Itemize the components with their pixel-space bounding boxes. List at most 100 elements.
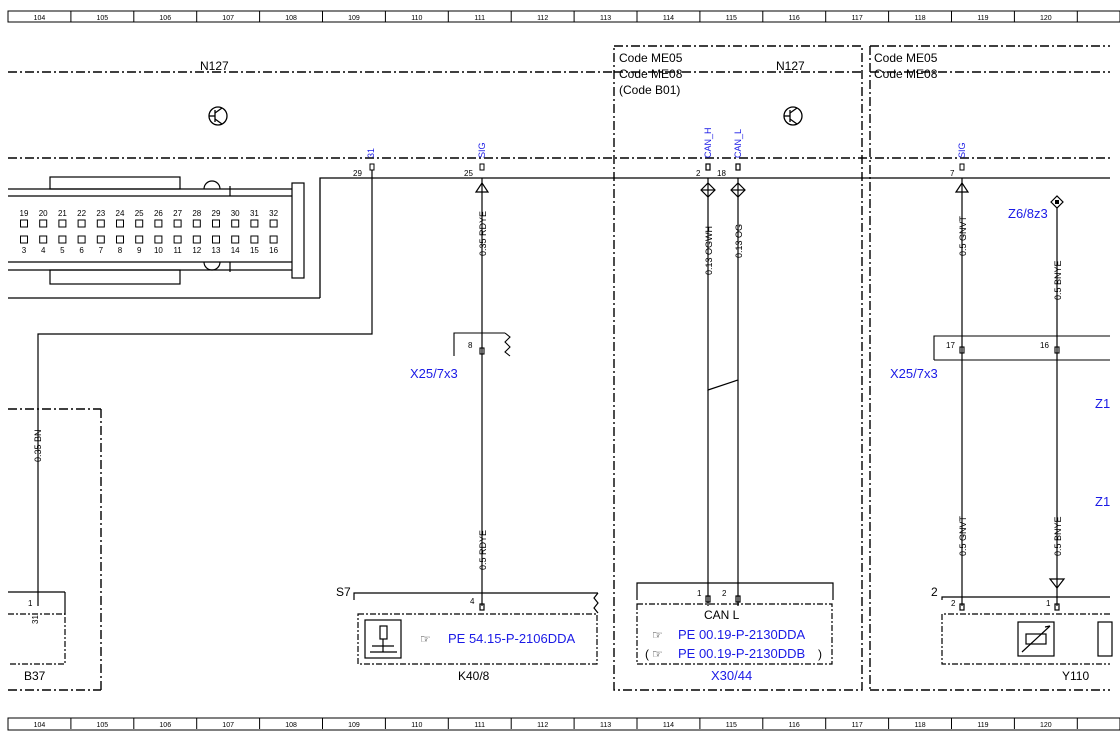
ecu-pin-number: 27 [173, 209, 182, 218]
wire-label-gnvt-bot: 0.5 GNVT [958, 515, 968, 556]
transistor-icon [208, 106, 228, 126]
x30-label: X30/44 [711, 668, 752, 683]
ecu-pin-socket [96, 235, 105, 244]
ruler-cell: 116 [789, 15, 800, 22]
wire-label-bnye-top: 0.5 BNYE [1053, 260, 1063, 300]
ecu-pin-number: 16 [269, 246, 278, 255]
ecu-pin-socket [116, 219, 124, 228]
module-boundaries [8, 45, 1110, 691]
ecu-pin-number: 8 [118, 246, 123, 255]
ruler-cell: 119 [977, 722, 988, 729]
ruler-cell: 107 [222, 15, 234, 22]
arrow-down-icon [1048, 578, 1066, 589]
b37-component [8, 591, 66, 665]
z6-label: Z6/8z3 [1008, 206, 1048, 221]
wire-label-bn: 0.35 BN [33, 429, 43, 462]
ecu-pin-number: 21 [58, 209, 67, 218]
middle-code-2: Code ME08 [619, 67, 683, 81]
arrow-up-icon [954, 181, 970, 193]
x30-ref-link-1[interactable]: PE 00.19-P-2130DDA [678, 627, 806, 642]
pointing-hand-icon: ☞ [652, 628, 663, 642]
y110-label: Y110 [1062, 669, 1089, 683]
x25-right-label: X25/7x3 [890, 366, 938, 381]
signal-can-h: CAN_H [703, 127, 713, 158]
ecu-pin-socket [58, 235, 67, 244]
ruler-cell: 114 [663, 15, 674, 22]
ruler-cell: 105 [97, 722, 109, 729]
wire-label-bnye-bot: 0.5 BNYE [1053, 516, 1063, 556]
x25-right-connector [933, 335, 1110, 361]
ecu-pin-number: 15 [250, 246, 259, 255]
x25-left-label: X25/7x3 [410, 366, 458, 381]
ruler-cell: 112 [537, 15, 548, 22]
ruler-cell: 119 [977, 15, 988, 22]
k40-ref-link[interactable]: PE 54.15-P-2106DDA [448, 631, 576, 646]
ecu-pin-socket [20, 235, 28, 244]
ecu-pin-number: 3 [22, 246, 27, 255]
ecu-pin-number: 11 [173, 246, 182, 255]
ecu-pin-socket [212, 219, 220, 228]
x30-pin-2: 2 [722, 589, 727, 598]
pin-18: 18 [717, 169, 726, 178]
y110-pin-1: 1 [1046, 599, 1051, 608]
n127-left-label: N127 [200, 59, 229, 73]
ruler-cell: 105 [97, 15, 109, 22]
ruler-cell: 108 [285, 15, 297, 22]
ecu-pin-number: 20 [39, 209, 48, 218]
can-l-label: CAN L [704, 608, 740, 622]
ecu-pin-socket [77, 235, 86, 244]
z1-label-b: Z1 [1095, 494, 1110, 509]
s7-label: S7 [336, 585, 351, 599]
ecu-pin-socket [154, 235, 163, 244]
ecu-pin-socket [231, 235, 240, 244]
pin-7: 7 [950, 169, 955, 178]
ruler-cell: 108 [285, 722, 297, 729]
ecu-pin-number: 5 [60, 246, 65, 255]
ruler-cell: 116 [789, 722, 800, 729]
ruler-cell: 106 [159, 15, 171, 22]
signal-sig-2: SIG [957, 142, 967, 158]
wire-label-rdye-top: 0.35 RDYE [478, 211, 488, 256]
ruler-cell: 109 [348, 15, 360, 22]
ecu-pin-socket [135, 235, 144, 244]
ecu-pin-socket [135, 219, 144, 228]
ecu-pin-number: 9 [137, 246, 142, 255]
z1-label-a: Z1 [1095, 396, 1110, 411]
k40-label: K40/8 [458, 669, 490, 683]
x25-right-pin-17: 17 [946, 341, 955, 350]
ecu-pin-socket [96, 219, 105, 228]
y110-component [941, 596, 1113, 665]
middle-code-1: Code ME05 [619, 51, 683, 65]
ecu-pin-socket [154, 219, 163, 228]
ecu-pin-socket [173, 219, 182, 228]
pin-2: 2 [696, 169, 701, 178]
wire-label-gnvt-top: 0.5 GNVT [958, 215, 968, 256]
signal-31: 31 [366, 148, 376, 158]
wire-label-ogwh: 0.13 OGWH [704, 226, 714, 275]
ecu-pin-number: 12 [192, 246, 201, 255]
pin-29: 29 [353, 169, 362, 178]
k40-pin-4: 4 [470, 597, 475, 606]
n127-middle-label: N127 [776, 59, 805, 73]
b37-pin-31: 31 [31, 615, 40, 624]
ecu-pin-number: 32 [269, 209, 278, 218]
ecu-pin-socket [192, 235, 201, 244]
ecu-pin-socket [39, 235, 48, 244]
x30-component [636, 582, 834, 665]
ecu-pin-number: 6 [79, 246, 84, 255]
middle-code-3: (Code B01) [619, 83, 680, 97]
ruler-cell: 113 [600, 15, 611, 22]
ecu-pin-number: 7 [99, 246, 104, 255]
x30-ref-link-2[interactable]: PE 00.19-P-2130DDB [678, 646, 805, 661]
k40-component [353, 592, 599, 665]
ecu-pin-socket [212, 235, 220, 244]
x30-pin-1: 1 [697, 589, 702, 598]
ecu-pin-number: 30 [231, 209, 240, 218]
ruler-cell: 118 [914, 15, 925, 22]
transistor-icon [783, 106, 803, 126]
right-code-1: Code ME05 [874, 51, 938, 65]
pointing-hand-icon: ☞ [652, 647, 663, 661]
ruler-cell: 117 [852, 15, 863, 22]
ruler-cell: 104 [34, 722, 46, 729]
ruler-cell: 112 [537, 722, 548, 729]
